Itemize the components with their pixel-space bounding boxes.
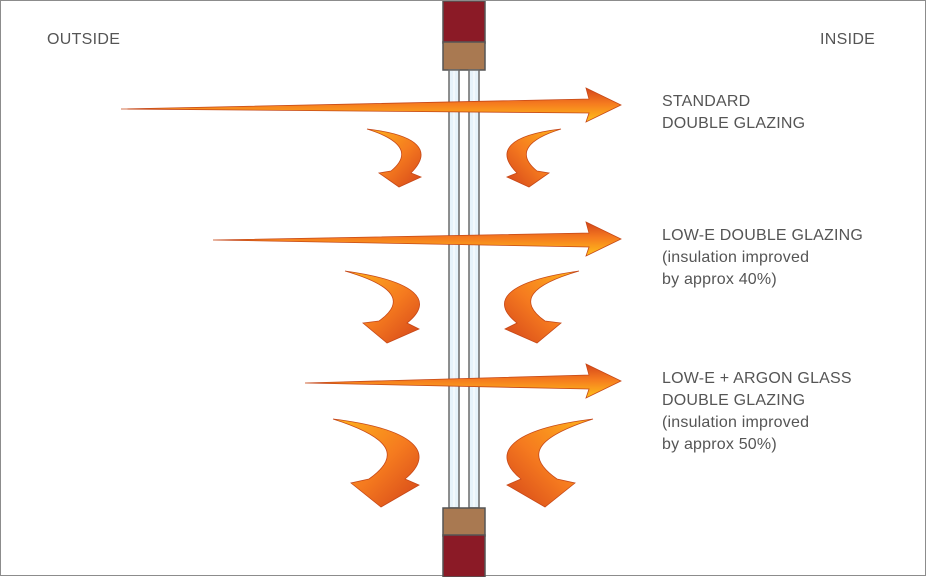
glazing-label-line: LOW-E DOUBLE GLAZING	[662, 227, 864, 244]
heat-arrow-2	[212, 221, 622, 257]
frame-top-inner	[442, 41, 486, 71]
glazing-label-line: (insulation improved	[662, 414, 810, 431]
reflect-arrow-left-2	[344, 270, 420, 344]
glazing-label-line: (insulation improved	[662, 249, 810, 266]
glazing-label-line: DOUBLE GLAZING	[662, 115, 806, 132]
glazing-label-line: STANDARD	[662, 93, 751, 110]
frame-bottom-outer	[442, 534, 486, 577]
heat-arrow-1	[120, 87, 622, 123]
glazing-label-standard: STANDARD DOUBLE GLAZING	[662, 91, 805, 135]
outside-label: OUTSIDE	[47, 31, 121, 48]
glazing-label-line: by approx 40%)	[662, 271, 777, 288]
reflect-arrow-right-1	[505, 128, 562, 188]
glazing-label-line: by approx 50%)	[662, 436, 777, 453]
frame-top-outer	[442, 1, 486, 44]
reflect-arrow-right-2	[504, 270, 580, 344]
glazing-label-line: DOUBLE GLAZING	[662, 392, 806, 409]
glazing-label-line: LOW-E + ARGON GLASS	[662, 370, 852, 387]
glazing-label-low-e: LOW-E DOUBLE GLAZING (insulation improve…	[662, 225, 863, 291]
frame-bottom-inner	[442, 507, 486, 537]
reflect-arrow-right-3	[506, 418, 594, 508]
glazing-label-low-e-argon: LOW-E + ARGON GLASS DOUBLE GLAZING (insu…	[662, 368, 852, 456]
reflect-arrow-left-3	[332, 418, 420, 508]
reflect-arrow-left-1	[366, 128, 423, 188]
inside-label: INSIDE	[820, 31, 876, 48]
heat-arrow-3	[304, 363, 622, 399]
